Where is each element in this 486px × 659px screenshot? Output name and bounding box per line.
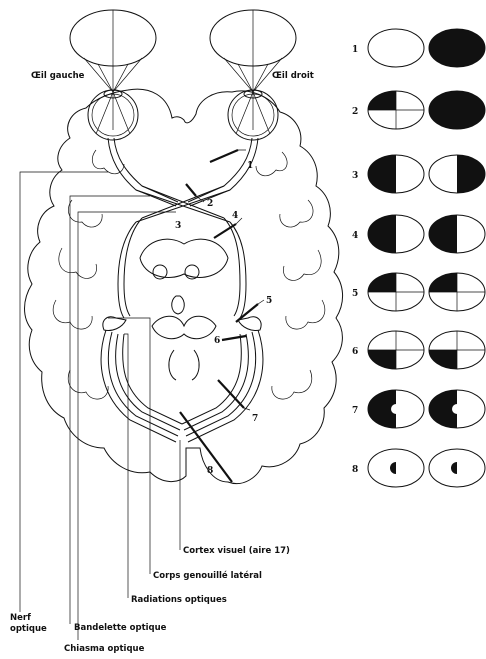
midbrain-structures bbox=[140, 239, 228, 380]
optic-tracts bbox=[118, 218, 246, 318]
field-row-2 bbox=[366, 88, 485, 129]
leader-lines bbox=[20, 172, 180, 640]
diagram-lesion-7: 7 bbox=[252, 414, 258, 424]
lesion-markers bbox=[180, 150, 258, 482]
field-row-2-number: 2 bbox=[352, 107, 358, 117]
diagram-lesion-1: 1 bbox=[247, 161, 253, 171]
lgn-label: Corps genouillé latéral bbox=[153, 570, 262, 581]
field-row-8 bbox=[368, 449, 485, 487]
field-row-4 bbox=[366, 212, 485, 256]
diagram-lesion-3: 3 bbox=[175, 221, 181, 231]
diagram-lesion-6: 6 bbox=[214, 336, 220, 346]
field-row-8-number: 8 bbox=[352, 465, 358, 475]
field-row-1 bbox=[368, 29, 485, 67]
field-row-7-number: 7 bbox=[352, 406, 358, 416]
field-row-6 bbox=[366, 331, 485, 372]
light-rays bbox=[84, 10, 282, 134]
visual-cortex-label: Cortex visuel (aire 17) bbox=[183, 546, 290, 556]
optic-nerve-label-line2: optique bbox=[10, 624, 47, 634]
field-row-6-number: 6 bbox=[352, 347, 358, 357]
left-eye-label: Œil gauche bbox=[31, 71, 85, 81]
left-gyri bbox=[53, 150, 124, 399]
optic-chiasm bbox=[136, 186, 230, 222]
field-row-3-number: 3 bbox=[352, 171, 358, 181]
optic-nerve-label-line1: Nerf bbox=[10, 613, 31, 623]
optic-tract-label: Bandelette optique bbox=[74, 623, 167, 633]
field-row-4-number: 4 bbox=[352, 231, 358, 241]
diagram-lesion-4: 4 bbox=[232, 211, 238, 221]
optic-radiations bbox=[101, 330, 263, 442]
chiasm-label: Chiasma optique bbox=[64, 644, 145, 654]
diagram-lesion-8: 8 bbox=[207, 466, 213, 476]
lesion-leaders bbox=[196, 150, 264, 410]
field-row-7 bbox=[366, 387, 485, 431]
diagram-lesion-5: 5 bbox=[266, 296, 272, 306]
lateral-geniculate-bodies bbox=[103, 317, 261, 331]
field-row-1-number: 1 bbox=[352, 45, 358, 55]
right-eye-label: Œil droit bbox=[272, 71, 314, 81]
diagram-lesion-2: 2 bbox=[207, 199, 213, 209]
right-gyri bbox=[256, 152, 325, 399]
field-row-5 bbox=[366, 270, 485, 311]
brain-outline bbox=[25, 89, 343, 483]
optic-radiations-label: Radiations optiques bbox=[131, 595, 227, 605]
field-row-5-number: 5 bbox=[352, 289, 358, 299]
field-row-3 bbox=[366, 152, 486, 196]
